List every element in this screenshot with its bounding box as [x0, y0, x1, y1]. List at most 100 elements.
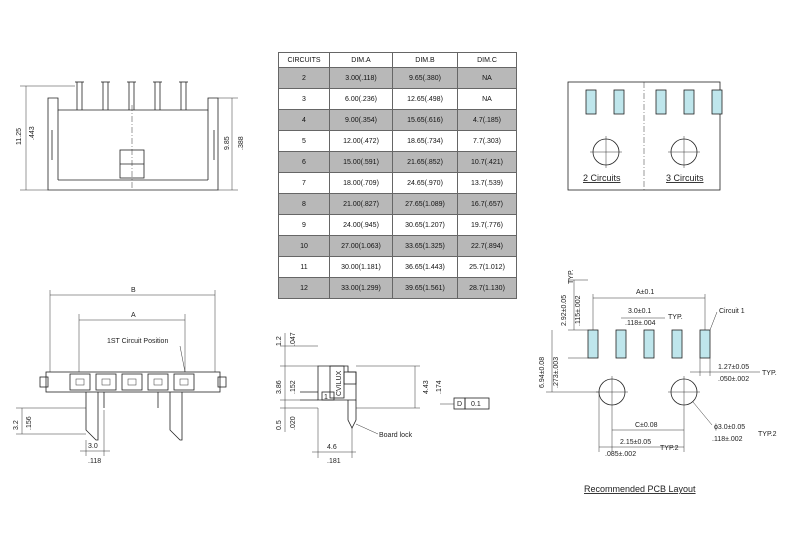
table-cell: 24.65(.970) [392, 172, 458, 194]
pcb-pitch-typ: TYP. [668, 314, 683, 321]
pcb-dim-a: A±0.1 [636, 289, 654, 296]
pitch-in: .118 [88, 458, 101, 465]
table-cell: 9 [278, 214, 330, 236]
table-cell: 24.00(.945) [329, 214, 393, 236]
table-cell: 21.00(.827) [329, 193, 393, 215]
standoff-mm: 3.2 [13, 420, 20, 430]
table-cell: NA [457, 88, 517, 110]
side-width-in: .181 [327, 458, 341, 465]
table-header-dim-a: DIM.A [329, 52, 393, 68]
dim-b-label: B [131, 287, 136, 294]
table-cell: 18.00(.709) [329, 172, 393, 194]
table-cell: 28.7(1.130) [457, 277, 517, 299]
brand-label: CVILUX [336, 370, 343, 396]
table-cell: 6.00(.236) [329, 88, 393, 110]
side-mid-mm: 3.86 [276, 380, 283, 394]
pcb-layout-title: Recommended PCB Layout [584, 484, 696, 494]
table-cell: 9.00(.354) [329, 109, 393, 131]
pcb-dim-c: C±0.08 [635, 422, 658, 429]
table-cell: NA [457, 67, 517, 89]
dim-a-label: A [131, 312, 136, 319]
pcb-pitch-mm: 3.0±0.1 [628, 308, 651, 315]
pcb-circuit1: Circuit 1 [719, 308, 745, 315]
table-cell: 8 [278, 193, 330, 215]
pcb-top-in: .115±.002 [575, 295, 582, 326]
side-lock-in: .020 [290, 416, 297, 430]
first-circuit-label: 1ST Circuit Position [107, 338, 168, 345]
table-cell: 18.65(.734) [392, 130, 458, 152]
pcb-top-mm: 2.92±0.05 [561, 295, 568, 326]
board-lock-label: Board lock [379, 432, 413, 439]
table-cell: 27.00(1.063) [329, 235, 393, 257]
table-cell: 15.00(.591) [329, 151, 393, 173]
pin-mark: 1 [324, 394, 328, 401]
pcb-height-mm: 6.94±0.08 [539, 357, 546, 388]
table-cell: 16.7(.657) [457, 193, 517, 215]
table-cell: 12.00(.472) [329, 130, 393, 152]
table-cell: 11 [278, 256, 330, 278]
table-cell: 25.7(1.012) [457, 256, 517, 278]
table-cell: 2 [278, 67, 330, 89]
table-cell: 5 [278, 130, 330, 152]
table-cell: 30.00(1.181) [329, 256, 393, 278]
front-view: 11.25 .443 9.85 .388 [16, 81, 245, 191]
table-cell: 33.65(1.325) [392, 235, 458, 257]
pcb-layout: A±0.1 3.0±0.1 .118±.004 TYP. Circuit 1 2… [539, 269, 777, 494]
side-height-mm: 4.43 [423, 380, 430, 394]
front-body-mm: 9.85 [224, 136, 231, 150]
datum-tolerance: 0.1 [471, 401, 481, 408]
two-circuits-label: 2 Circuits [583, 173, 621, 183]
table-cell: 15.65(.616) [392, 109, 458, 131]
table-cell: 21.65(.852) [392, 151, 458, 173]
circuits-view: 2 Circuits 3 Circuits [567, 81, 723, 191]
table-cell: 19.7(.776) [457, 214, 517, 236]
table-cell: 33.00(1.299) [329, 277, 393, 299]
pcb-hole-typ2: TYP.2 [660, 445, 679, 452]
pcb-pad-in: .050±.002 [718, 376, 749, 383]
pcb-pitch-in: .118±.004 [625, 320, 656, 327]
side-view: CVILUX 1 Board lock 1.2 .047 3.86 .152 0… [276, 332, 490, 465]
side-top-in: .047 [290, 332, 297, 346]
table-cell: 7 [278, 172, 330, 194]
side-height-in: .174 [436, 380, 443, 394]
side-lock-mm: 0.5 [276, 420, 283, 430]
pcb-hole-mm: 2.15±0.05 [620, 439, 651, 446]
table-cell: 9.65(.380) [392, 67, 458, 89]
table-header-dim-b: DIM.B [392, 52, 458, 68]
front-body-in: .388 [238, 136, 245, 150]
side-top-mm: 1.2 [276, 336, 283, 346]
table-cell: 30.65(1.207) [392, 214, 458, 236]
table-cell: 12.65(.498) [392, 88, 458, 110]
pitch-mm: 3.0 [88, 443, 98, 450]
pcb-top-typ: TYP. [568, 269, 575, 284]
table-cell: 3 [278, 88, 330, 110]
front-height-mm: 11.25 [16, 128, 23, 145]
table-cell: 27.65(1.089) [392, 193, 458, 215]
side-mid-in: .152 [290, 380, 297, 394]
table-cell: 10 [278, 235, 330, 257]
side-width-mm: 4.6 [327, 444, 337, 451]
pcb-dia-typ2: TYP.2 [758, 431, 777, 438]
bottom-view: B A 1ST Circuit Position [13, 287, 227, 465]
table-header-dim-c: DIM.C [457, 52, 517, 68]
table-cell: 12 [278, 277, 330, 299]
pcb-dia-mm: ϕ3.0±0.05 [714, 424, 745, 431]
table-cell: 6 [278, 151, 330, 173]
table-cell: 10.7(.421) [457, 151, 517, 173]
pcb-pad-typ: TYP. [762, 370, 777, 377]
table-cell: 3.00(.118) [329, 67, 393, 89]
table-cell: 39.65(1.561) [392, 277, 458, 299]
